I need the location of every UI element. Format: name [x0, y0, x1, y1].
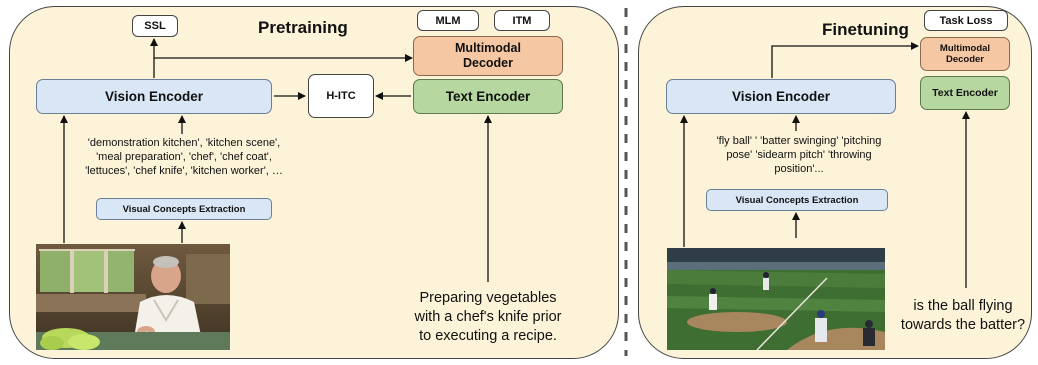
itm-loss-box: ITM [494, 10, 550, 31]
finetuning-question: is the ball flying towards the batter? [900, 298, 1026, 333]
pretraining-title: Pretraining [258, 18, 348, 37]
ft-multimodal-decoder-box: Multimodal Decoder [920, 37, 1010, 71]
finetuning-title: Finetuning [822, 20, 909, 39]
baseball-field-image [667, 248, 885, 350]
text-encoder-box: Text Encoder [413, 79, 563, 114]
multimodal-decoder-box: Multimodal Decoder [413, 36, 563, 76]
arrow-ft-vision-encoder-to-decoder [771, 42, 919, 78]
ft-vision-encoder-box: Vision Encoder [666, 79, 896, 114]
visual-concepts-extraction-box: Visual Concepts Extraction [96, 198, 272, 220]
ft-visual-concepts-list: 'fly ball' ' 'batter swinging' 'pitching… [716, 135, 882, 175]
mlm-loss-box: MLM [417, 10, 479, 31]
ft-text-encoder-box: Text Encoder [920, 76, 1010, 110]
vision-encoder-box: Vision Encoder [36, 79, 272, 114]
ft-visual-concepts-extraction-box: Visual Concepts Extraction [706, 189, 888, 211]
ssl-loss-box: SSL [132, 15, 178, 37]
kitchen-chef-image [36, 244, 230, 350]
hitc-box: H-ITC [308, 74, 374, 118]
pretraining-caption: Preparing vegetables with a chef's knife… [414, 290, 562, 344]
task-loss-box: Task Loss [924, 10, 1008, 31]
visual-concepts-list: 'demonstration kitchen', 'kitchen scene'… [85, 137, 283, 177]
